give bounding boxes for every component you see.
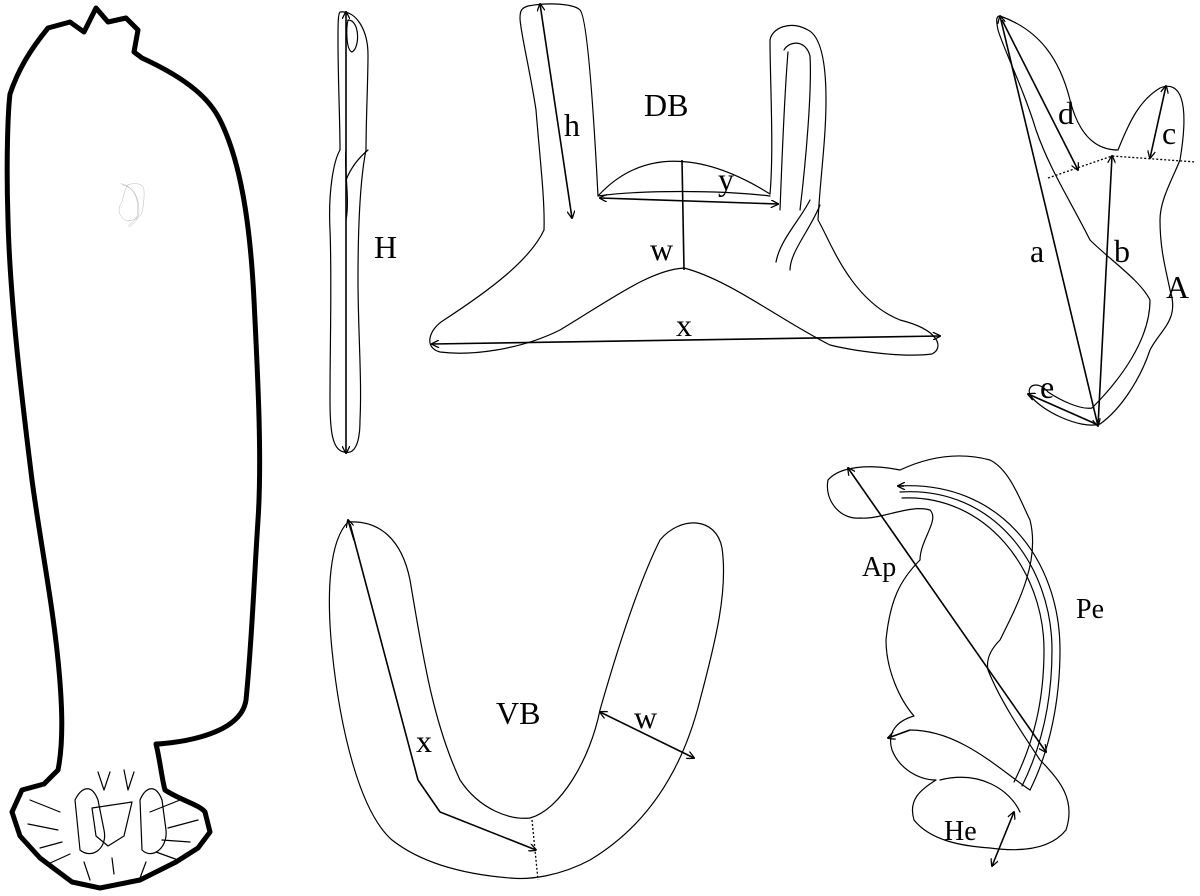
haptor-sketch	[27, 769, 199, 881]
anchor-label: A	[1166, 269, 1189, 305]
anchor-drawing: a b c d e A	[996, 15, 1197, 426]
ventral-bar-label: VB	[496, 695, 540, 731]
anchor-outline	[996, 15, 1185, 426]
whole-body-drawing	[4, 5, 263, 891]
vb-w-label: w	[634, 699, 657, 735]
body-outline	[4, 5, 263, 891]
hook-drawing: H	[329, 11, 397, 454]
hook-label: H	[374, 229, 397, 265]
body-mco-sketch	[119, 183, 145, 227]
hook-outline	[329, 11, 369, 454]
dorsal-bar-outline	[429, 3, 939, 356]
mco-pe-label: Pe	[1076, 594, 1104, 625]
copulatory-organ-drawing: Ap Pe He	[826, 455, 1104, 866]
dorsal-bar-label: DB	[644, 87, 688, 123]
anchor-c-label: c	[1162, 115, 1176, 151]
anchor-a-label: a	[1030, 233, 1044, 269]
mco-ap-label: Ap	[862, 552, 896, 583]
db-x-label: x	[676, 307, 692, 343]
mco-he-label: He	[944, 816, 977, 847]
ventral-bar-drawing: VB x w	[328, 520, 725, 881]
dorsal-bar-drawing: DB h y w x	[429, 3, 940, 356]
vb-x-label: x	[416, 723, 432, 759]
ventral-bar-outline	[328, 521, 725, 880]
db-w-label: w	[650, 231, 673, 267]
anchor-b-label: b	[1114, 233, 1130, 269]
mco-outline	[826, 455, 1070, 851]
db-y-label: y	[718, 161, 734, 197]
anchor-e-label: e	[1040, 369, 1054, 405]
db-h-label: h	[564, 107, 580, 143]
anchor-d-label: d	[1058, 95, 1074, 131]
